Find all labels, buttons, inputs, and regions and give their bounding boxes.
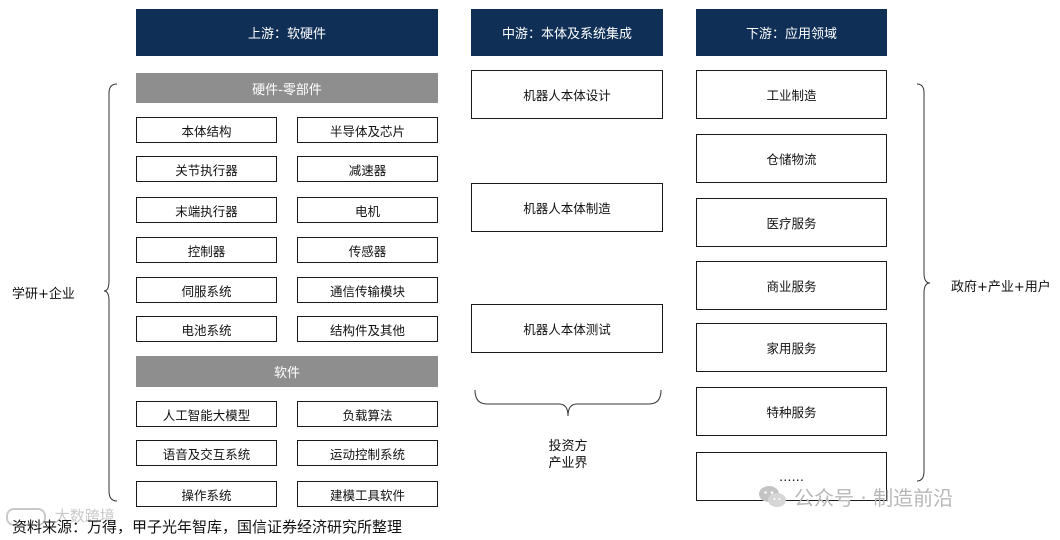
hardware-item: 减速器	[297, 156, 438, 182]
left-brace	[103, 83, 118, 502]
hardware-item: 电机	[297, 197, 438, 223]
software-item: 运动控制系统	[297, 440, 438, 466]
watermark-left-logo-icon	[6, 507, 46, 526]
downstream-item: 特种服务	[696, 387, 887, 436]
downstream-item: 仓储物流	[696, 134, 887, 183]
hardware-item: 电池系统	[136, 316, 277, 342]
wechat-icon	[759, 485, 786, 507]
software-item: 建模工具软件	[297, 481, 438, 507]
hardware-section-title: 硬件-零部件	[136, 73, 438, 103]
watermark-right-text: 公众号 · 制造前沿	[794, 486, 954, 510]
midstream-item: 机器人本体测试	[471, 304, 663, 353]
upstream-header: 上游：软硬件	[136, 9, 438, 56]
hardware-item: 控制器	[136, 237, 277, 263]
downstream-item: 商业服务	[696, 261, 887, 310]
downstream-header: 下游：应用领域	[696, 9, 887, 56]
software-item: 人工智能大模型	[136, 401, 277, 427]
downstream-item: 家用服务	[696, 323, 887, 372]
hardware-item: 半导体及芯片	[297, 117, 438, 143]
investor-line-1: 投资方	[548, 439, 588, 454]
software-item: 操作系统	[136, 481, 277, 507]
hardware-item: 结构件及其他	[297, 316, 438, 342]
source-note: 资料来源：万得，甲子光年智库，国信证券经济研究所整理	[12, 518, 403, 536]
left-label: 学研+企业	[12, 287, 75, 302]
investor-line-2: 产业界	[548, 456, 588, 471]
hardware-item: 本体结构	[136, 117, 277, 143]
downstream-item: 工业制造	[696, 70, 887, 119]
right-brace	[916, 83, 931, 482]
downstream-item: 医疗服务	[696, 198, 887, 247]
software-item: 语音及交互系统	[136, 440, 277, 466]
hardware-item: 伺服系统	[136, 277, 277, 303]
midstream-item: 机器人本体制造	[471, 183, 663, 232]
watermark-left-text: 大数跨境	[54, 507, 115, 525]
right-label: 政府+产业+用户	[951, 280, 1051, 295]
hardware-item: 末端执行器	[136, 197, 277, 223]
downstream-item: ……	[696, 452, 887, 501]
watermark-right: 公众号 · 制造前沿	[758, 482, 953, 511]
hardware-item: 通信传输模块	[297, 277, 438, 303]
software-item: 负载算法	[297, 401, 438, 427]
watermark-left: 大数跨境	[6, 505, 115, 526]
midstream-header: 中游：本体及系统集成	[471, 9, 663, 56]
investor-label: 投资方 产业界	[520, 438, 616, 472]
hardware-item: 传感器	[297, 237, 438, 263]
midstream-item: 机器人本体设计	[471, 70, 663, 119]
midstream-bottom-brace	[474, 389, 662, 417]
hardware-item: 关节执行器	[136, 156, 277, 182]
software-section-title: 软件	[136, 356, 438, 387]
